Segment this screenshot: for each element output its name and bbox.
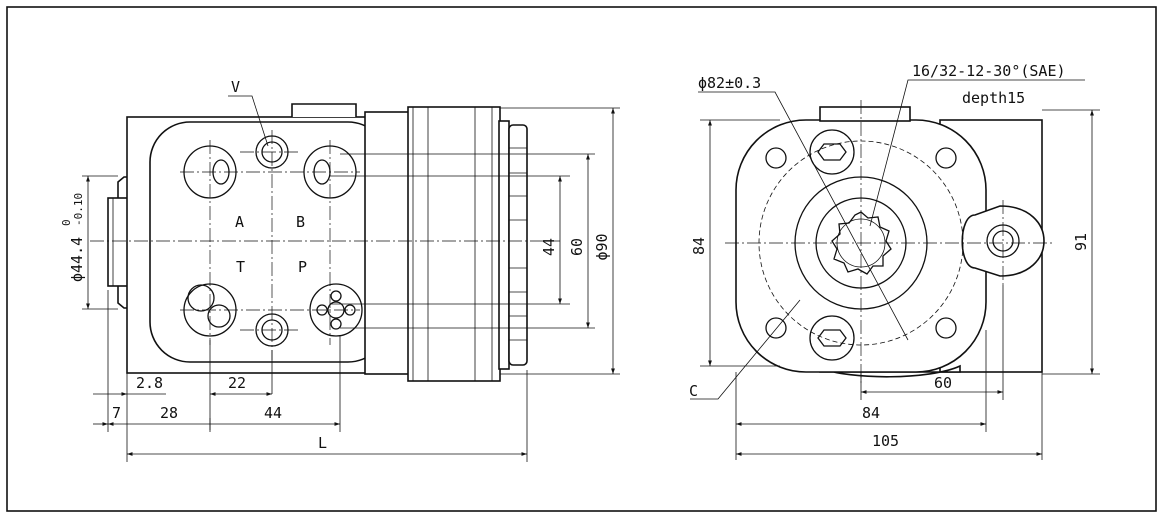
dim-60-horizontal: 60 <box>934 374 952 392</box>
dim-84-horizontal: 84 <box>862 404 880 422</box>
bolt-head-top <box>809 129 855 175</box>
dim-91: 91 <box>1072 233 1090 251</box>
pilot-shaft <box>107 197 129 287</box>
port-p-label: P <box>298 258 307 276</box>
mount-hole-tr <box>935 147 957 169</box>
gear-block <box>407 106 501 382</box>
bolt-head-bottom <box>809 315 855 361</box>
dim-pilot-main: ϕ44.4 <box>68 237 86 282</box>
dim-28: 28 <box>160 404 178 422</box>
port-a-label: A <box>235 213 244 231</box>
mount-hole-tl <box>765 147 787 169</box>
dim-l: L <box>318 434 327 452</box>
dim-22: 22 <box>228 374 246 392</box>
port-v-label: V <box>231 78 240 96</box>
top-tab <box>819 106 911 122</box>
port-t-label: T <box>236 258 245 276</box>
side-view: ϕ82±0.3 16/32-12-30°(SAE) depth15 84 91 … <box>689 62 1100 460</box>
dim-7: 7 <box>112 404 121 422</box>
spline <box>831 211 892 275</box>
dim-105: 105 <box>872 432 899 450</box>
end-cap <box>498 120 510 370</box>
dim-pilot-upper-tol: 0 <box>60 219 73 226</box>
end-bolts <box>508 124 528 366</box>
spline-depth: depth15 <box>962 89 1025 107</box>
mount-hole-bl <box>765 317 787 339</box>
dim-phi82: ϕ82±0.3 <box>698 74 761 92</box>
dim-pilot-lower-tol: -0.10 <box>72 193 85 226</box>
drawing-border <box>6 6 1157 512</box>
housing-step <box>364 111 414 375</box>
port-p-circle <box>309 283 363 337</box>
top-boss <box>291 103 357 117</box>
dim-2-8: 2.8 <box>136 374 163 392</box>
port-b-label: B <box>296 213 305 231</box>
dim-44-horizontal: 44 <box>264 404 282 422</box>
dim-44-vertical: 44 <box>540 238 558 256</box>
front-view: V A B T P 44 60 ϕ90 ϕ44.4 0 -0.10 2.8 <box>60 78 620 462</box>
dim-84-vertical: 84 <box>690 237 708 255</box>
spline-spec: 16/32-12-30°(SAE) <box>912 62 1066 80</box>
dim-phi90: ϕ90 <box>593 233 611 260</box>
label-c: C <box>689 382 698 400</box>
dim-60-vertical: 60 <box>568 238 586 256</box>
mount-hole-br <box>935 317 957 339</box>
